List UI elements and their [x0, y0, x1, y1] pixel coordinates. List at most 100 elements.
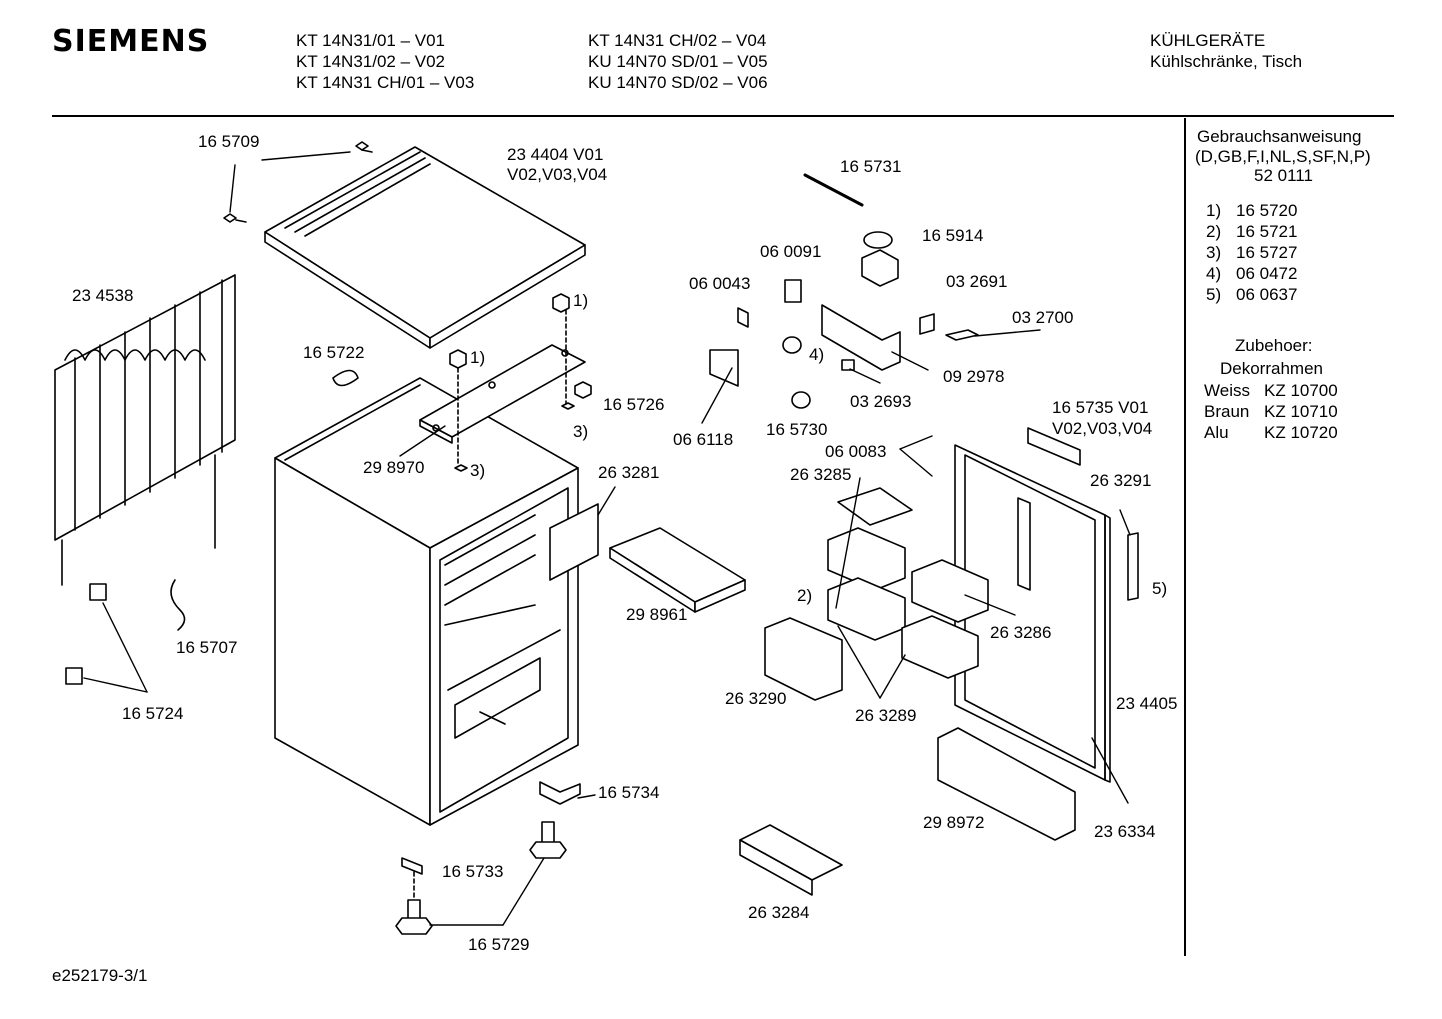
hinge-pin-part — [574, 381, 592, 399]
accessory-row: Weiss KZ 10700 — [1204, 381, 1338, 401]
part-label: 26 3290 — [725, 689, 787, 708]
reference-key: 2) — [1206, 222, 1222, 241]
part-label: 16 5730 — [766, 420, 828, 439]
drawing-id: e252179-3/1 — [52, 966, 148, 985]
reference-key: 1) — [1206, 201, 1222, 220]
nameplate-part — [1027, 427, 1081, 466]
part-label: 06 0043 — [689, 274, 751, 293]
egg-tray-part — [837, 487, 913, 526]
part-label: V02,V03,V04 — [507, 165, 608, 184]
accessory-name: Braun — [1204, 402, 1250, 421]
part-label: 26 3285 — [790, 465, 852, 484]
model-list-2: KT 14N31 CH/02 – V04 KU 14N70 SD/01 – V0… — [588, 30, 768, 93]
foot-part — [529, 841, 567, 859]
part-label: 16 5729 — [468, 935, 530, 954]
model-item: KU 14N70 SD/02 – V06 — [588, 73, 768, 92]
spring-part — [332, 369, 359, 387]
part-label: 29 8972 — [923, 813, 985, 832]
lamp-cover-part — [709, 349, 739, 387]
hinge-plate-part — [401, 857, 423, 875]
clip-part — [89, 583, 107, 601]
thermostat-part — [861, 249, 899, 287]
part-label: 26 3281 — [598, 463, 660, 482]
knob-part — [791, 391, 811, 409]
accessory-name: Weiss — [1204, 381, 1250, 400]
manual-title: Gebrauchsanweisung — [1197, 127, 1362, 146]
reference-part: 06 0637 — [1236, 285, 1298, 304]
callout-marker: 3) — [470, 461, 486, 480]
screw-part — [223, 141, 373, 223]
part-label: 23 4404 V01 — [507, 145, 604, 164]
accessory-name: Alu — [1204, 423, 1229, 442]
door-shelf-part — [911, 559, 989, 623]
part-label: 16 5731 — [840, 157, 902, 176]
shelf-part — [609, 527, 746, 613]
ice-tray-part — [739, 839, 813, 896]
part-label: 26 3289 — [855, 706, 917, 725]
part-label: 16 5707 — [176, 638, 238, 657]
accessories-title: Zubehoer: — [1235, 336, 1313, 355]
callout-marker: 4) — [809, 345, 825, 364]
part-label: 16 5733 — [442, 862, 504, 881]
sidebar-divider — [1184, 118, 1186, 956]
cable-part — [170, 579, 186, 631]
thermostat-housing-part — [821, 304, 901, 371]
reference-row: 1)16 5720 — [1206, 201, 1297, 221]
accessory-part: KZ 10700 — [1264, 381, 1338, 400]
callout-marker: 3) — [573, 422, 589, 441]
cover-plate-part — [549, 503, 599, 581]
hinge-cap-part — [449, 349, 467, 369]
clip-part — [65, 667, 83, 685]
part-label: 16 5735 V01 — [1052, 398, 1149, 417]
reference-part: 16 5727 — [1236, 243, 1298, 262]
part-label: 26 3286 — [990, 623, 1052, 642]
part-label: 06 0091 — [760, 242, 822, 261]
part-label: V02,V03,V04 — [1052, 419, 1153, 438]
hinge-lower-part — [539, 781, 581, 805]
reference-row: 4)06 0472 — [1206, 264, 1297, 284]
accessory-part: KZ 10710 — [1264, 402, 1338, 421]
callout-marker: 1) — [470, 348, 486, 367]
foot-part — [541, 821, 555, 845]
part-label: 06 0083 — [825, 442, 887, 461]
top-cover-part — [264, 146, 586, 349]
reference-part: 16 5721 — [1236, 222, 1298, 241]
part-label: 23 6334 — [1094, 822, 1156, 841]
door-shelf-part — [827, 527, 906, 591]
part-label: 26 3291 — [1090, 471, 1152, 490]
condenser-part — [54, 274, 236, 586]
model-item: KT 14N31/02 – V02 — [296, 52, 446, 71]
reference-key: 4) — [1206, 264, 1222, 283]
butter-dish-part — [764, 617, 843, 701]
door-shelf-part — [901, 615, 979, 679]
model-item: KT 14N31/01 – V01 — [296, 31, 446, 50]
brand-logo: SIEMENS — [52, 24, 210, 59]
foot-part — [395, 917, 433, 935]
category-subtitle: Kühlschränke, Tisch — [1150, 52, 1303, 71]
accessory-row: Alu KZ 10720 — [1204, 423, 1338, 443]
part-label: 06 6118 — [673, 430, 734, 449]
model-item: KU 14N70 SD/01 – V05 — [588, 52, 768, 71]
part-label: 09 2978 — [943, 367, 1005, 386]
part-label: 16 5734 — [598, 783, 660, 802]
sensor-rod-part — [803, 173, 864, 207]
accessory-part: KZ 10720 — [1264, 423, 1338, 442]
screw-part — [454, 464, 468, 472]
part-label: 23 4405 — [1116, 694, 1178, 713]
part-label: 29 8961 — [626, 605, 688, 624]
part-label: 29 8970 — [363, 458, 425, 477]
screw-part — [561, 402, 575, 410]
capillary-part — [863, 231, 893, 249]
bulb-holder-part — [737, 307, 749, 328]
connector-part — [841, 359, 855, 371]
accessory-row: Braun KZ 10710 — [1204, 402, 1338, 422]
model-item: KT 14N31 CH/02 – V04 — [588, 31, 767, 50]
manual-number: 52 0111 — [1254, 166, 1313, 185]
model-list-1: KT 14N31/01 – V01 KT 14N31/02 – V02 KT 1… — [296, 30, 474, 93]
reference-key: 3) — [1206, 243, 1222, 262]
switch-cover-part — [945, 329, 979, 341]
bottle-shelf-part — [937, 727, 1076, 841]
callout-marker: 5) — [1152, 579, 1168, 598]
reference-key: 5) — [1206, 285, 1222, 304]
part-label: 16 5709 — [198, 132, 260, 151]
